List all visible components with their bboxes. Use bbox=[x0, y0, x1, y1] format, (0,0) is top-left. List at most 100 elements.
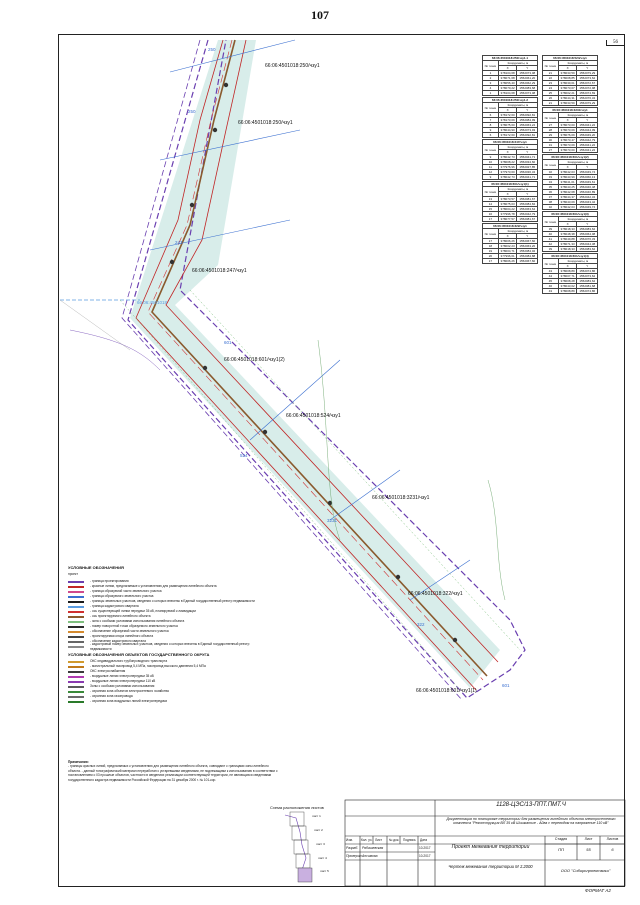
stamp-sheets: 6 bbox=[611, 847, 614, 852]
cad-label-7: 66:06:4501018:322/чзу1 bbox=[408, 591, 463, 597]
coord-table-head-point: № точки bbox=[482, 102, 499, 113]
coord-table-cell: 1552060,13 bbox=[576, 174, 598, 180]
coord-table-cell: 378172,60 bbox=[497, 132, 518, 138]
coord-table-cell: 378030,01 bbox=[557, 80, 578, 86]
stamp-h-list: Лист bbox=[375, 838, 382, 842]
legend-swatch bbox=[68, 625, 84, 628]
legend-item: - охранная зона объектов электросетевого… bbox=[68, 689, 268, 694]
coord-table-cell: 1552067,60 bbox=[516, 238, 538, 244]
legend-subtitle: проект bbox=[68, 572, 78, 576]
legend-title: УСЛОВНЫЕ ОБОЗНАЧЕНИЯ bbox=[68, 565, 124, 570]
legend-swatch bbox=[68, 585, 84, 588]
coord-table-cell: 378044,90 bbox=[497, 127, 518, 133]
coord-table-cell: 1552074,86 bbox=[576, 288, 598, 294]
coord-table-cell: 378006,26 bbox=[497, 238, 518, 244]
coord-table-head-point: № точки bbox=[542, 112, 559, 123]
coord-table-head-point: № точки bbox=[542, 216, 559, 227]
legend-item: - магистральный газопровод 5,4 МПа, газо… bbox=[68, 664, 268, 669]
coord-table-cell: 32 bbox=[542, 204, 559, 210]
coord-table-cell: 1552083,62 bbox=[576, 246, 598, 252]
legend-swatch bbox=[68, 660, 84, 663]
cad-label-5: 66:06:4501018:524/чзу1 bbox=[286, 413, 341, 419]
legend-item: - ось существующей линии передачи 35 кВ,… bbox=[68, 609, 268, 614]
parcel-num-3: 247 bbox=[175, 240, 183, 245]
coord-table-cell: 378043,25 bbox=[557, 184, 578, 190]
legend-item-label: - граница кадастрового квартала bbox=[90, 604, 139, 608]
parcel-num-5: 524 bbox=[240, 453, 248, 458]
coord-table-cell: 1552046,89 bbox=[576, 189, 598, 195]
scheme-sheet-1: лист 1 bbox=[312, 814, 321, 818]
coord-table-cell: 378043,99 bbox=[557, 174, 578, 180]
design-boundary bbox=[127, 39, 526, 699]
coord-table-cell: 1552084,88 bbox=[516, 253, 538, 259]
legend-item-label: - воздушные линии электропередачи 110 кВ bbox=[90, 679, 156, 683]
coord-table-cell: 1552083,62 bbox=[576, 226, 598, 232]
stamp-name-2: Ансимова bbox=[362, 854, 378, 858]
coord-table-cell: 39 bbox=[542, 246, 559, 252]
red-line-right bbox=[165, 39, 499, 663]
coord-table-cell: 1552079,29 bbox=[576, 100, 598, 106]
coord-table-cell: 1552083,68 bbox=[516, 85, 538, 91]
legend-swatch bbox=[68, 675, 84, 678]
coord-table-cell: 378033,59 bbox=[557, 70, 578, 76]
coord-table-head-point: № точки bbox=[542, 258, 559, 269]
legend-item-label: Зоны с особыми условиями использования bbox=[90, 684, 155, 688]
legend-item-label: - ось проектируемого линейного объекта bbox=[90, 614, 151, 618]
coord-table-cell: 1552044,38 bbox=[576, 241, 598, 247]
coord-table-cell: 1552042,79 bbox=[576, 137, 598, 143]
coord-table-cell: 378042,03 bbox=[557, 169, 578, 175]
coord-table-head-point: № точки bbox=[482, 60, 499, 71]
legend-existing-title: УСЛОВНЫЕ ОБОЗНАЧЕНИЯ ОБЪЕКТОВ ГОСУДАРСТВ… bbox=[68, 652, 210, 657]
coord-table-cell: 378073,09 bbox=[557, 142, 578, 148]
stamp-date-2: 10.2017 bbox=[419, 854, 431, 858]
legend-item: - проектируемая опора линейного объекта bbox=[68, 634, 268, 639]
parcel-num-8: 601 bbox=[502, 683, 510, 688]
coord-table-cell: 378075,60 bbox=[497, 122, 518, 128]
coord-table-cell: 1552092,81 bbox=[516, 112, 538, 118]
legend-item: - красные линии, предлагаемые к установл… bbox=[68, 584, 268, 589]
legend-swatch bbox=[68, 595, 84, 598]
coord-table-cell: 378018,33 bbox=[557, 246, 578, 252]
coord-table-cell: 1552041,71 bbox=[516, 154, 538, 160]
coord-table-cell: 1552041,22 bbox=[576, 147, 598, 153]
coord-table-cell: 378073,09 bbox=[557, 127, 578, 133]
legend-swatch bbox=[68, 680, 84, 683]
coord-table-cell: 378049,88 bbox=[557, 236, 578, 242]
legend-item-label: - красные линии, предлагаемые к установл… bbox=[90, 584, 217, 588]
coord-table-cell: 378042,03 bbox=[557, 204, 578, 210]
coord-table-head-point: № точки bbox=[482, 228, 499, 239]
stamp-role-1: Разраб. bbox=[346, 846, 359, 850]
coord-table-cell: 1552092,81 bbox=[516, 132, 538, 138]
legend-item-label: - проектируемая опора линейного объекта bbox=[90, 634, 154, 638]
coord-table-cell: 378077,57 bbox=[497, 216, 518, 222]
coord-table-cell: 1552063,64 bbox=[516, 206, 538, 212]
coord-table-cell: 378070,22 bbox=[497, 85, 518, 91]
coord-table-cell: 1552049,74 bbox=[576, 204, 598, 210]
coord-table-cell: 378073,00 bbox=[557, 122, 578, 128]
legend-swatch bbox=[68, 600, 84, 603]
legend-swatch bbox=[68, 615, 84, 618]
coord-table-head-point: № точки bbox=[482, 144, 499, 155]
coord-table-cell: 378002,21 bbox=[557, 90, 578, 96]
quarter-num: 66:06:4501018 bbox=[137, 300, 168, 305]
coord-table-cell: 1552061,20 bbox=[516, 75, 538, 81]
